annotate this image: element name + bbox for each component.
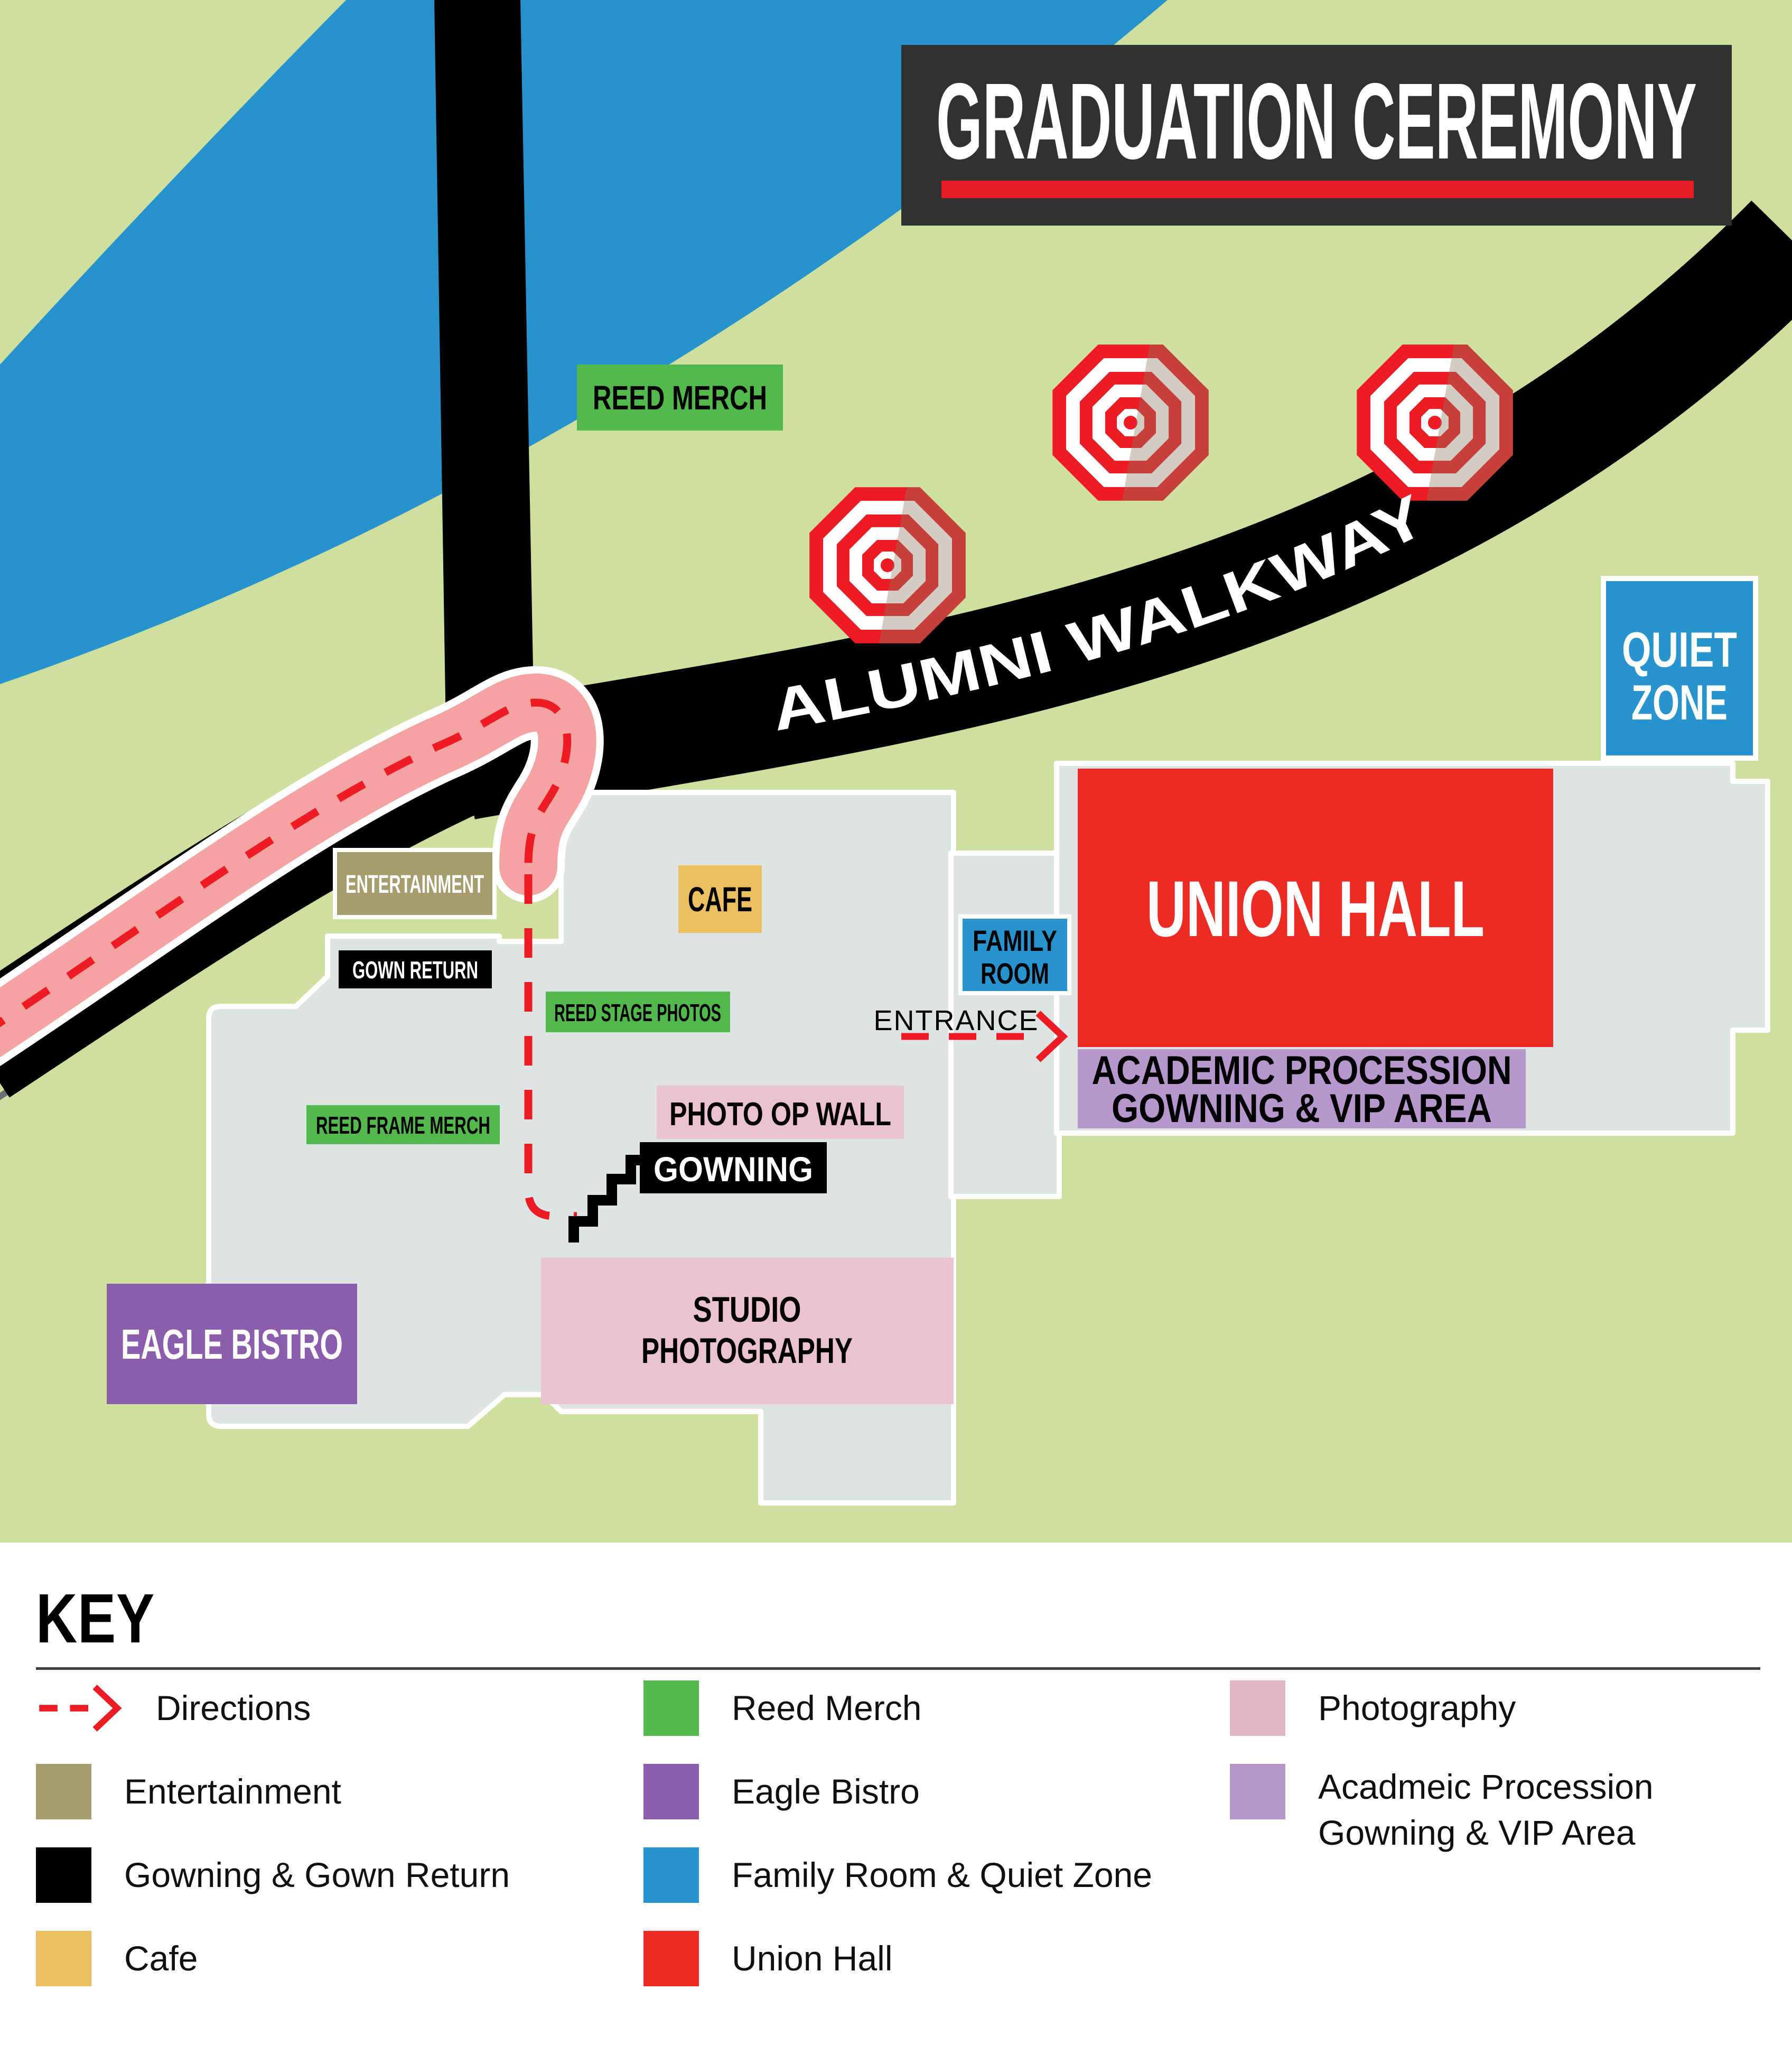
key-item-union-hall: Union Hall xyxy=(643,1931,1230,1986)
quiet-zone-label-line1: QUIET xyxy=(1622,622,1737,677)
key-label-gowning-gown-return: Gowning & Gown Return xyxy=(124,1855,510,1894)
photo-op-wall-area xyxy=(657,1086,904,1139)
photo-op-wall-label: PHOTO OP WALL xyxy=(669,1096,891,1133)
studio-photography-area xyxy=(541,1258,954,1404)
key-item-photography: Photography xyxy=(1230,1680,1654,1736)
eagle-bistro-area xyxy=(107,1284,357,1404)
family-room-area xyxy=(958,914,1071,995)
directions-dashed-line-indoor xyxy=(524,874,577,1220)
key-section: KEY Directions Entertainment Gowning xyxy=(0,1543,1792,2046)
key-heading: KEY xyxy=(36,1580,155,1657)
key-label-eagle-bistro: Eagle Bistro xyxy=(732,1771,920,1811)
key-divider xyxy=(36,1667,1760,1670)
key-item-academic-procession: Acadmeic Procession Gowning & VIP Area xyxy=(1230,1764,1654,1856)
reed-stage-photos-area xyxy=(546,992,730,1032)
gowning-swatch xyxy=(36,1847,91,1903)
key-item-gowning-gown-return: Gowning & Gown Return xyxy=(36,1847,643,1903)
title-underline xyxy=(941,181,1694,198)
key-label-academic-line2: Gowning & VIP Area xyxy=(1318,1813,1636,1853)
academic-procession-swatch xyxy=(1230,1764,1285,1819)
key-label-academic-procession: Acadmeic Procession Gowning & VIP Area xyxy=(1318,1764,1654,1856)
stairs-icon xyxy=(568,1155,651,1242)
alumni-walkway-road xyxy=(455,200,1792,819)
key-item-reed-merch: Reed Merch xyxy=(643,1680,1230,1736)
venue-map: REED MERCH QUIET ZONE UNION HALL FAMILY … xyxy=(0,0,1792,1543)
academic-procession-label-line1: ACADEMIC PROCESSION xyxy=(1092,1048,1512,1093)
key-label-photography: Photography xyxy=(1318,1688,1516,1727)
studio-photography-label-line2: PHOTOGRAPHY xyxy=(641,1331,853,1371)
union-hall-swatch xyxy=(643,1931,699,1986)
key-label-academic-line1: Acadmeic Procession xyxy=(1318,1767,1654,1806)
key-item-directions: Directions xyxy=(36,1680,643,1736)
gown-return-label: GOWN RETURN xyxy=(352,956,478,984)
entertainment-area xyxy=(333,848,497,919)
key-label-reed-merch: Reed Merch xyxy=(732,1688,922,1727)
gown-return-area xyxy=(339,950,492,988)
entrance-arrow-head xyxy=(1035,1011,1068,1062)
academic-procession-area xyxy=(1078,1049,1526,1128)
gowning-area xyxy=(640,1142,827,1193)
eagle-bistro-label: EAGLE BISTRO xyxy=(121,1321,343,1368)
key-item-family-room-quiet-zone: Family Room & Quiet Zone xyxy=(643,1847,1230,1903)
quiet-zone-label-line2: ZONE xyxy=(1631,675,1728,730)
reed-merch-label: REED MERCH xyxy=(593,379,767,417)
gowning-label: GOWNING xyxy=(654,1150,813,1189)
key-label-family-room-quiet-zone: Family Room & Quiet Zone xyxy=(732,1855,1152,1894)
river xyxy=(0,0,1168,684)
entertainment-label: ENTERTAINMENT xyxy=(346,871,484,899)
family-room-label-line1: FAMILY xyxy=(973,924,1057,957)
key-item-entertainment: Entertainment xyxy=(36,1764,643,1819)
entrance-label: ENTRANCE xyxy=(873,1005,1039,1036)
photography-swatch xyxy=(1230,1680,1285,1736)
studio-photography-label-line1: STUDIO xyxy=(693,1290,801,1330)
reed-merch-swatch xyxy=(643,1680,699,1736)
entertainment-swatch xyxy=(36,1764,91,1819)
reed-frame-merch-area xyxy=(306,1105,500,1144)
directions-dashed-line xyxy=(0,698,572,1027)
cafe-label: CAFE xyxy=(688,880,752,919)
cafe-area xyxy=(678,865,762,933)
reed-merch-area xyxy=(577,365,783,431)
key-label-union-hall: Union Hall xyxy=(732,1938,893,1978)
key-legend: Directions Entertainment Gowning & Gown … xyxy=(36,1680,1792,1986)
key-item-cafe: Cafe xyxy=(36,1931,643,1986)
academic-procession-label-line2: GOWNING & VIP AREA xyxy=(1112,1086,1492,1131)
family-quiet-swatch xyxy=(643,1847,699,1903)
key-label-directions: Directions xyxy=(156,1688,311,1727)
union-hall-label: UNION HALL xyxy=(1146,864,1485,953)
reed-frame-merch-label: REED FRAME MERCH xyxy=(316,1111,490,1139)
vertical-road xyxy=(434,0,535,765)
quiet-zone-area xyxy=(1601,576,1758,761)
eagle-bistro-swatch xyxy=(643,1764,699,1819)
family-room-label-line2: ROOM xyxy=(981,957,1049,990)
key-label-entertainment: Entertainment xyxy=(124,1771,341,1811)
cafe-swatch xyxy=(36,1931,91,1986)
key-item-eagle-bistro: Eagle Bistro xyxy=(643,1764,1230,1819)
reed-stage-photos-label: REED STAGE PHOTOS xyxy=(554,999,721,1026)
key-label-cafe: Cafe xyxy=(124,1938,198,1978)
directions-arrow-icon xyxy=(39,1685,122,1732)
union-hall-area xyxy=(1078,769,1553,1047)
page-title: GRADUATION CEREMONY xyxy=(936,61,1697,182)
